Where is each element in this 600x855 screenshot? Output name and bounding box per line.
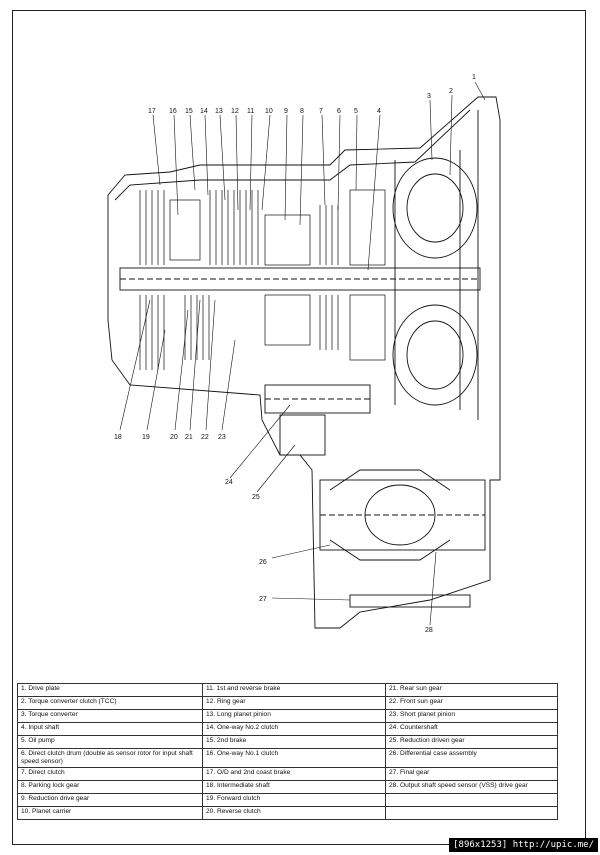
legend-cell: 7. Direct clutch	[17, 766, 203, 781]
callout-2: 2	[449, 88, 453, 95]
callout-27: 27	[259, 596, 267, 603]
legend-cell: 24. Countershaft	[385, 722, 558, 736]
legend-cell: 26. Differential case assembly	[385, 748, 558, 768]
legend-cell	[385, 805, 558, 820]
transaxle-housing-outline	[107, 96, 501, 629]
housing-inner-line	[114, 109, 471, 201]
legend-cell: 9. Reduction drive gear	[17, 792, 203, 807]
callout-25: 25	[252, 494, 260, 501]
legend-cell: 6. Direct clutch drum (double as sensor …	[17, 748, 203, 768]
legend-cell: 22. Front sun gear	[385, 696, 558, 710]
countershaft-shape	[264, 384, 371, 414]
reduction-driven-gear-shape	[279, 414, 326, 456]
callout-1: 1	[472, 74, 476, 81]
legend-cell: 27. Final gear	[385, 766, 558, 781]
legend-cell: 16. One-way No.1 clutch	[202, 748, 386, 768]
image-size-stamp: [896x1253] http://upic.me/	[449, 838, 598, 852]
callout-20: 20	[170, 434, 178, 441]
legend-cell	[385, 792, 558, 807]
callout-12: 12	[231, 108, 239, 115]
callout-9: 9	[284, 108, 288, 115]
legend-cell: 10. Planet carrier	[17, 805, 203, 820]
callout-28: 28	[425, 627, 433, 634]
callout-5: 5	[354, 108, 358, 115]
legend-cell: 11. 1st and reverse brake	[202, 683, 386, 697]
callout-7: 7	[319, 108, 323, 115]
legend-cell: 14. One-way No.2 clutch	[202, 722, 386, 736]
callout-19: 19	[142, 434, 150, 441]
callout-10: 10	[265, 108, 273, 115]
legend-cell: 17. O/D and 2nd coast brake	[202, 766, 386, 781]
callout-4: 4	[377, 108, 381, 115]
legend-cell: 5. Oil pump	[17, 735, 203, 749]
legend-cell: 19. Forward clutch	[202, 792, 386, 807]
leader-lines	[119, 81, 486, 626]
differential-shape	[319, 469, 486, 561]
legend-cell: 20. Reverse clutch	[202, 805, 386, 820]
legend-cell: 2. Torque converter clutch (TCC)	[17, 696, 203, 710]
legend-cell: 15. 2nd brake	[202, 735, 386, 749]
callout-17: 17	[148, 108, 156, 115]
legend-cell: 3. Torque converter	[17, 709, 203, 723]
legend-row: 6. Direct clutch drum (double as sensor …	[17, 748, 558, 768]
legend-row: 2. Torque converter clutch (TCC)12. Ring…	[17, 696, 558, 710]
callout-22: 22	[201, 434, 209, 441]
transaxle-cross-section-diagram: 1 2 3 4 5 6 7 8 9 10 11 12 13 14 15 16 1…	[107, 74, 501, 634]
legend-cell: 28. Output shaft speed sensor (VSS) driv…	[385, 779, 558, 794]
callout-13: 13	[215, 108, 223, 115]
callout-8: 8	[300, 108, 304, 115]
callout-16: 16	[169, 108, 177, 115]
legend-cell: 13. Long planet pinion	[202, 709, 386, 723]
callout-24: 24	[225, 479, 233, 486]
callout-3: 3	[427, 93, 431, 100]
legend-cell: 18. Intermediate shaft	[202, 779, 386, 794]
final-gear-shape	[349, 594, 471, 608]
callout-15: 15	[185, 108, 193, 115]
legend-cell: 21. Rear sun gear	[385, 683, 558, 697]
callout-21: 21	[185, 434, 193, 441]
callout-23: 23	[218, 434, 226, 441]
legend-cell: 12. Ring gear	[202, 696, 386, 710]
page-frame	[12, 10, 586, 845]
callout-6: 6	[337, 108, 341, 115]
legend-cell: 8. Parking lock gear	[17, 779, 203, 794]
torque-converter-shape	[392, 110, 479, 420]
callout-18: 18	[114, 434, 122, 441]
legend-cell: 25. Reduction driven gear	[385, 735, 558, 749]
clutch-packs-shape	[139, 189, 386, 370]
legend-cell: 23. Short planet pinion	[385, 709, 558, 723]
callout-11: 11	[247, 108, 254, 115]
legend-cell: 4. Input shaft	[17, 722, 203, 736]
callout-26: 26	[259, 559, 267, 566]
callout-14: 14	[200, 108, 208, 115]
legend-cell: 1. Drive plate	[17, 683, 203, 697]
